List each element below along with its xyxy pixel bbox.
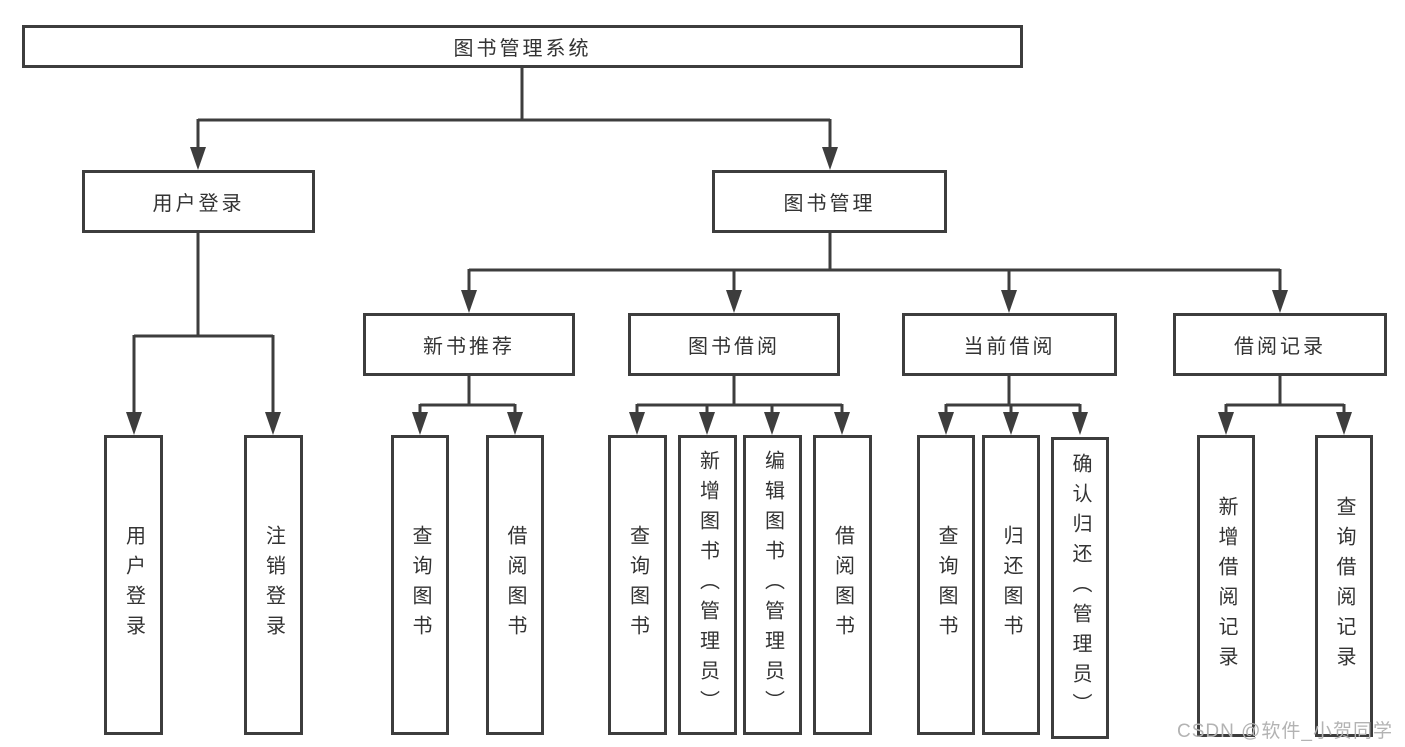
node-current-borrow: 当前借阅 (902, 313, 1117, 376)
node-book-management: 图书管理 (712, 170, 947, 233)
leaf-add-books-admin: 新增图书（管理员） (678, 435, 737, 735)
leaf-edit-books-admin: 编辑图书（管理员） (743, 435, 802, 735)
leaf-add-borrow-record: 新增借阅记录 (1197, 435, 1255, 737)
leaf-query-books-3: 查询图书 (917, 435, 975, 735)
leaf-user-login: 用户登录 (104, 435, 163, 735)
leaf-return-books: 归还图书 (982, 435, 1040, 735)
node-new-book-recommend: 新书推荐 (363, 313, 575, 376)
leaf-query-books-2: 查询图书 (608, 435, 667, 735)
leaf-borrow-books-1: 借阅图书 (486, 435, 544, 735)
node-book-borrow: 图书借阅 (628, 313, 840, 376)
leaf-confirm-return-admin: 确认归还（管理员） (1051, 437, 1109, 739)
csdn-watermark: CSDN @软件_小贺同学 (1177, 721, 1393, 742)
leaf-query-borrow-record: 查询借阅记录 (1315, 435, 1373, 737)
leaf-logout: 注销登录 (244, 435, 303, 735)
leaf-borrow-books-2: 借阅图书 (813, 435, 872, 735)
node-borrow-records: 借阅记录 (1173, 313, 1387, 376)
node-user-login: 用户登录 (82, 170, 315, 233)
node-root: 图书管理系统 (22, 25, 1023, 68)
leaf-query-books-1: 查询图书 (391, 435, 449, 735)
